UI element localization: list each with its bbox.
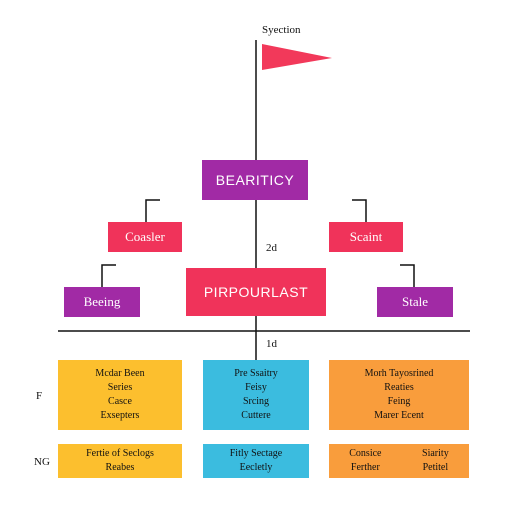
- row-label-1: F: [36, 390, 43, 402]
- flag-icon: [262, 44, 332, 70]
- node-center: PIRPOURLAST: [186, 268, 326, 316]
- node-right-mid: Scaint: [329, 222, 403, 252]
- card-line: Marer Ecent: [374, 410, 424, 421]
- card-line: Pre Ssaitry: [234, 368, 278, 379]
- bracket-right-mid: [352, 199, 367, 222]
- card-column-right: Siarity Petitel: [422, 447, 449, 475]
- card-line: Fertie of Seclogs: [86, 448, 154, 459]
- card-line: Ferther: [350, 462, 380, 473]
- node-left-low: Beeing: [64, 287, 140, 317]
- card-line: Fitly Sectage: [229, 448, 283, 459]
- card-line: Consice: [349, 448, 382, 459]
- card-row2-orange: Consice Ferther Siarity Petitel: [329, 444, 469, 478]
- card-row1-blue: Pre Ssaitry Feisy Srcing Cuttere: [203, 360, 309, 430]
- card-line: Casce: [108, 396, 132, 407]
- card-line: Feisy: [245, 382, 267, 393]
- card-line: Reaties: [384, 382, 414, 393]
- card-line: Morh Tayosrined: [364, 368, 434, 379]
- card-line: Siarity: [422, 448, 449, 459]
- bracket-left-low: [101, 264, 116, 287]
- card-row2-yellow: Fertie of Seclogs Reabes: [58, 444, 182, 478]
- card-column-left: Consice Ferther: [349, 447, 381, 475]
- node-left-mid: Coasler: [108, 222, 182, 252]
- card-line: Feing: [387, 396, 411, 407]
- card-row2-blue: Fitly Sectage Eecletly: [203, 444, 309, 478]
- card-line: Series: [107, 382, 133, 393]
- card-row1-yellow: Mcdar Been Series Casce Exsepters: [58, 360, 182, 430]
- bracket-left-mid: [145, 199, 160, 222]
- card-line: Reabes: [105, 462, 135, 473]
- annotation-lower: 1d: [266, 338, 277, 350]
- annotation-upper: 2d: [266, 242, 277, 254]
- bracket-right-low: [400, 264, 415, 287]
- node-top: BEARITICY: [202, 160, 308, 200]
- card-line: Cuttere: [241, 410, 271, 421]
- card-line: Srcing: [242, 396, 270, 407]
- card-line: Mcdar Been: [95, 368, 145, 379]
- card-line: Petitel: [422, 462, 449, 473]
- card-row1-orange: Morh Tayosrined Reaties Feing Marer Ecen…: [329, 360, 469, 430]
- card-line: Eecletly: [239, 462, 273, 473]
- card-line: Exsepters: [100, 410, 140, 421]
- row-label-2: NG: [34, 456, 50, 468]
- flag-label: Syection: [262, 24, 301, 36]
- node-right-low: Stale: [377, 287, 453, 317]
